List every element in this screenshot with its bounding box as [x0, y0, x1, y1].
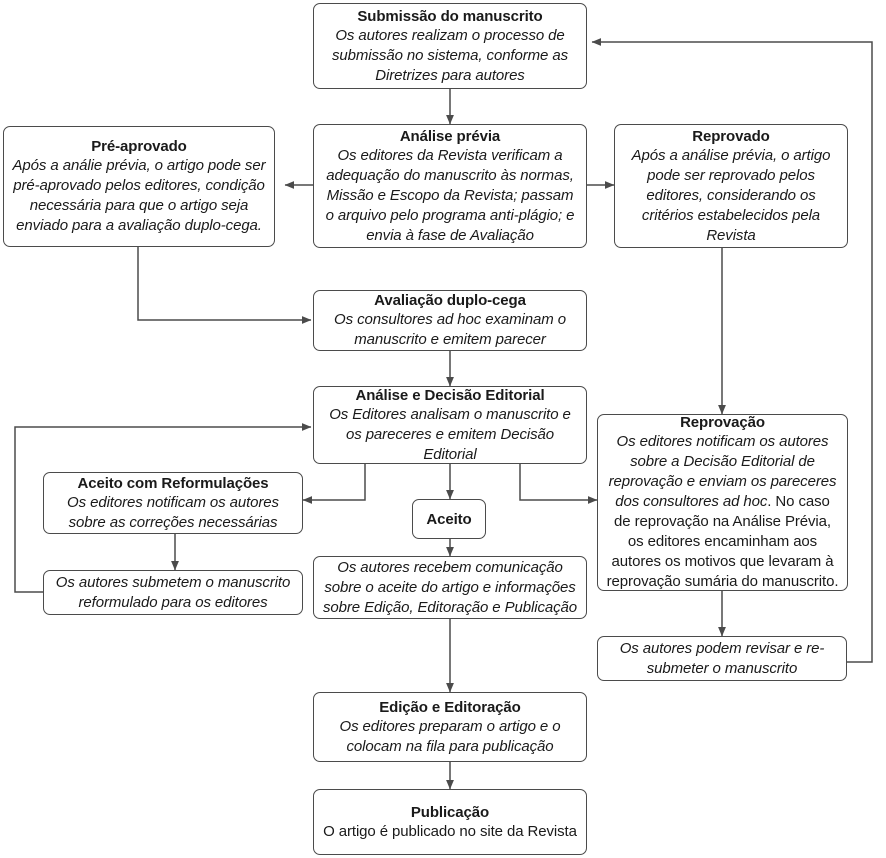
node-body: Os autores submetem o manuscrito reformu… [55, 573, 291, 611]
node-title: Reprovação [680, 414, 765, 431]
edge-pre-aprovado-avaliacao [137, 247, 312, 324]
node-body: Após a análise prévia, o artigo pode ser… [631, 146, 831, 244]
node-title: Submissão do manuscrito [357, 7, 543, 25]
node-body: Os autores podem revisar e re-submeter o… [619, 639, 825, 677]
node-title: Reprovado [692, 127, 770, 145]
node-body-reprovacao: Os editores notificam os autores sobre a… [606, 432, 839, 592]
node-title: Aceito com Reformulações [77, 474, 269, 492]
node-body: Os editores notificam os autores sobre a… [67, 493, 279, 531]
node-avaliacao-duplo-cega[interactable]: Avaliação duplo-cega Os consultores ad h… [313, 290, 587, 351]
node-aceito-com-reformulacoes[interactable]: Aceito com Reformulações Os editores not… [43, 472, 303, 534]
node-body: Os autores realizam o processo de submis… [332, 26, 568, 84]
node-title: Publicação [410, 803, 490, 821]
edge-analise-decisao-aceito-reformulacoes [302, 464, 366, 504]
node-body: Após a análie prévia, o artigo pode ser … [12, 157, 266, 234]
node-title: Pré-aprovado [91, 138, 187, 155]
node-revisar-re-submeter[interactable]: Os autores podem revisar e re-submeter o… [597, 636, 847, 681]
node-pre-aprovado[interactable]: Pré-aprovado Após a análie prévia, o art… [3, 126, 275, 247]
node-publicacao[interactable]: Publicação O artigo é publicado no site … [313, 789, 587, 855]
node-reprovacao[interactable]: Reprovação Os editores notificam os auto… [597, 414, 848, 591]
node-title: Aceito [426, 510, 472, 528]
node-body: Os editores preparam o artigo e o coloca… [339, 717, 561, 755]
node-body: O artigo é publicado no site da Revista [323, 822, 577, 840]
node-comunicacao-aceite[interactable]: Os autores recebem comunicação sobre o a… [313, 556, 587, 619]
node-title: Análise prévia [399, 127, 501, 145]
node-body: Os autores recebem comunicação sobre o a… [323, 558, 577, 616]
node-title: Edição e Editoração [379, 698, 521, 716]
node-analise-previa[interactable]: Análise prévia Os editores da Revista ve… [313, 124, 587, 248]
edge-analise-decisao-reprovacao [519, 464, 598, 504]
node-submissao-do-manuscrito[interactable]: Submissão do manuscrito Os autores reali… [313, 3, 587, 89]
node-title: Análise e Decisão Editorial [355, 386, 545, 404]
node-reprovado[interactable]: Reprovado Após a análise prévia, o artig… [614, 124, 848, 248]
node-aceito[interactable]: Aceito [412, 499, 486, 539]
node-body: Os consultores ad hoc examinam o manuscr… [334, 311, 566, 348]
node-analise-e-decisao-editorial[interactable]: Análise e Decisão Editorial Os Editores … [313, 386, 587, 464]
node-edicao-e-editoracao[interactable]: Edição e Editoração Os editores preparam… [313, 692, 587, 762]
node-body: Os editores da Revista verificam a adequ… [325, 146, 575, 244]
node-title: Avaliação duplo-cega [374, 292, 526, 309]
node-body: Os Editores analisam o manuscrito e os p… [329, 405, 571, 463]
node-autores-submetem-manuscrito[interactable]: Os autores submetem o manuscrito reformu… [43, 570, 303, 615]
